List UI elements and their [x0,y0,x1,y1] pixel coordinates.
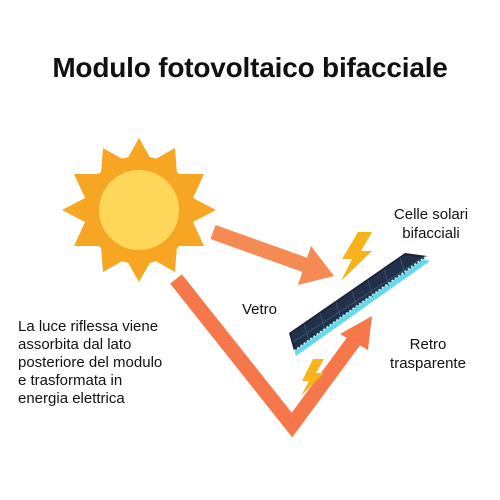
lightning-icon [301,359,324,396]
sun-icon [62,138,216,282]
solar-panel-icon [289,253,430,356]
page-title: Modulo fotovoltaico bifacciale [52,52,448,83]
label-solar-cells: Celle solari bifacciali [393,206,469,242]
label-glass: Vetro [242,301,278,318]
label-transparent-back: Retro trasparente [390,336,466,372]
reflected-light-arrow-icon [170,274,372,438]
description-text: La luce riflessa viene assorbita dal lat… [18,318,163,407]
direct-light-arrow-icon [210,224,334,285]
lightning-icon [341,232,372,281]
